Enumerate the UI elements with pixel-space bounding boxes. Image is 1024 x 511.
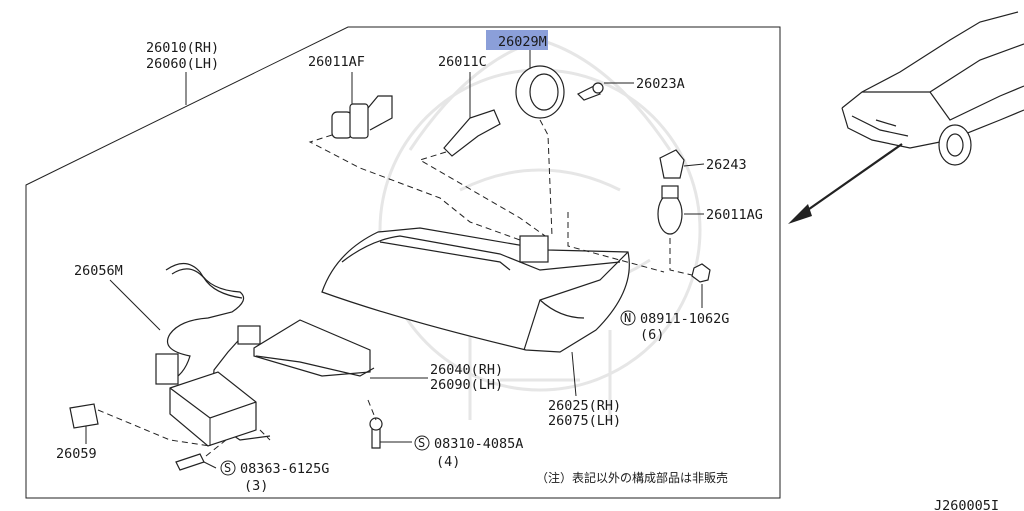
vehicle-sketch <box>841 11 1024 166</box>
label-26059: 26059 <box>56 446 97 462</box>
nut-08911 <box>691 263 711 308</box>
screw-08363 <box>175 439 227 471</box>
label-08911-qty: (6) <box>640 327 664 343</box>
label-26011AF: 26011AF <box>308 54 365 70</box>
symbol-s-08310 <box>414 435 430 451</box>
figure-id: J260005I <box>934 498 999 511</box>
symbol-s-08363-letter: S <box>224 461 231 475</box>
label-26040: 26040(RH) <box>430 362 503 378</box>
note-not-sold: （注）表記以外の構成部品は非販売 <box>536 470 728 485</box>
label-08363-qty: (3) <box>244 478 268 494</box>
label-26023A: 26023A <box>636 76 685 92</box>
bracket <box>253 319 428 379</box>
label-26011AG: 26011AG <box>706 207 763 223</box>
headlamp-housing <box>321 227 630 353</box>
label-08310-qty: (4) <box>436 454 460 470</box>
label-sticker <box>69 403 99 444</box>
label-08363: 08363-6125G <box>240 461 329 477</box>
symbol-s-08310-letter: S <box>418 436 425 450</box>
label-26090: 26090(LH) <box>430 377 503 393</box>
label-26011C: 26011C <box>438 54 487 70</box>
screw-08310 <box>367 399 412 449</box>
symbol-n <box>620 310 636 326</box>
label-26010: 26010(RH) <box>146 40 219 56</box>
symbol-s-08363 <box>220 460 236 476</box>
symbol-n-letter: N <box>624 311 631 325</box>
label-26029M: 26029M <box>498 34 547 50</box>
small-bulb <box>418 72 549 239</box>
label-26056M: 26056M <box>74 263 123 279</box>
highlight-box <box>486 30 548 50</box>
label-26025: 26025(RH) <box>548 398 621 414</box>
label-08310: 08310-4085A <box>434 436 523 452</box>
direction-arrow <box>788 143 903 224</box>
side-bulbs <box>567 149 705 277</box>
bulb-cap <box>515 50 565 237</box>
label-26060: 26060(LH) <box>146 56 219 72</box>
assembly-frame <box>25 26 781 499</box>
headlamp-bulb <box>308 72 521 241</box>
label-26075: 26075(LH) <box>548 413 621 429</box>
label-26243: 26243 <box>706 157 747 173</box>
ballast-unit <box>97 371 271 447</box>
screw-26023A <box>576 82 634 101</box>
label-08911: 08911-1062G <box>640 311 729 327</box>
